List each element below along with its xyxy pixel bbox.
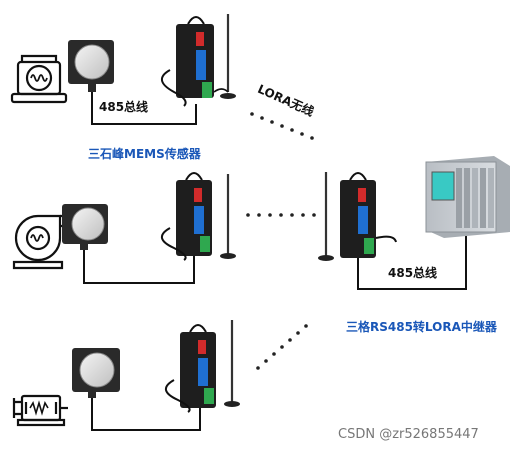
vibration-sensor-icon-top — [68, 40, 114, 92]
relay-node-icon — [340, 172, 397, 258]
watermark: CSDN @zr526855447 — [338, 427, 479, 442]
antenna-icon-middle — [220, 174, 236, 259]
antenna-icon-top — [213, 14, 236, 99]
fan-icon — [12, 214, 72, 270]
lora-node-icon-bottom — [165, 324, 216, 413]
antenna-icon-bottom — [224, 320, 240, 407]
lora-link-bottom — [256, 324, 308, 370]
wire-middle — [83, 244, 195, 284]
lora-node-icon-middle — [161, 172, 212, 261]
wire-top — [91, 92, 197, 125]
lora-link-top — [250, 112, 314, 140]
lora-node-icon-top — [161, 16, 214, 107]
antenna-icon-relay — [318, 172, 334, 261]
wires — [83, 92, 467, 431]
relay-name-label: 三格RS485转LORA中继器 — [346, 320, 497, 334]
plc-icon — [425, 156, 510, 238]
wire-relay-plc — [357, 236, 467, 290]
bus-label-top: 485总线 — [99, 100, 149, 114]
vibration-sensor-icon-bottom — [72, 348, 120, 398]
wire-bottom — [91, 392, 201, 431]
motor-icon — [10, 54, 68, 104]
lora-links — [246, 112, 316, 370]
vibration-sensor-icon-middle — [62, 204, 108, 250]
drive-motor-icon — [12, 394, 68, 427]
lora-link-middle — [246, 213, 316, 217]
sensor-name-label: 三石峰MEMS传感器 — [88, 147, 201, 161]
bus-label-right: 485总线 — [388, 266, 438, 280]
